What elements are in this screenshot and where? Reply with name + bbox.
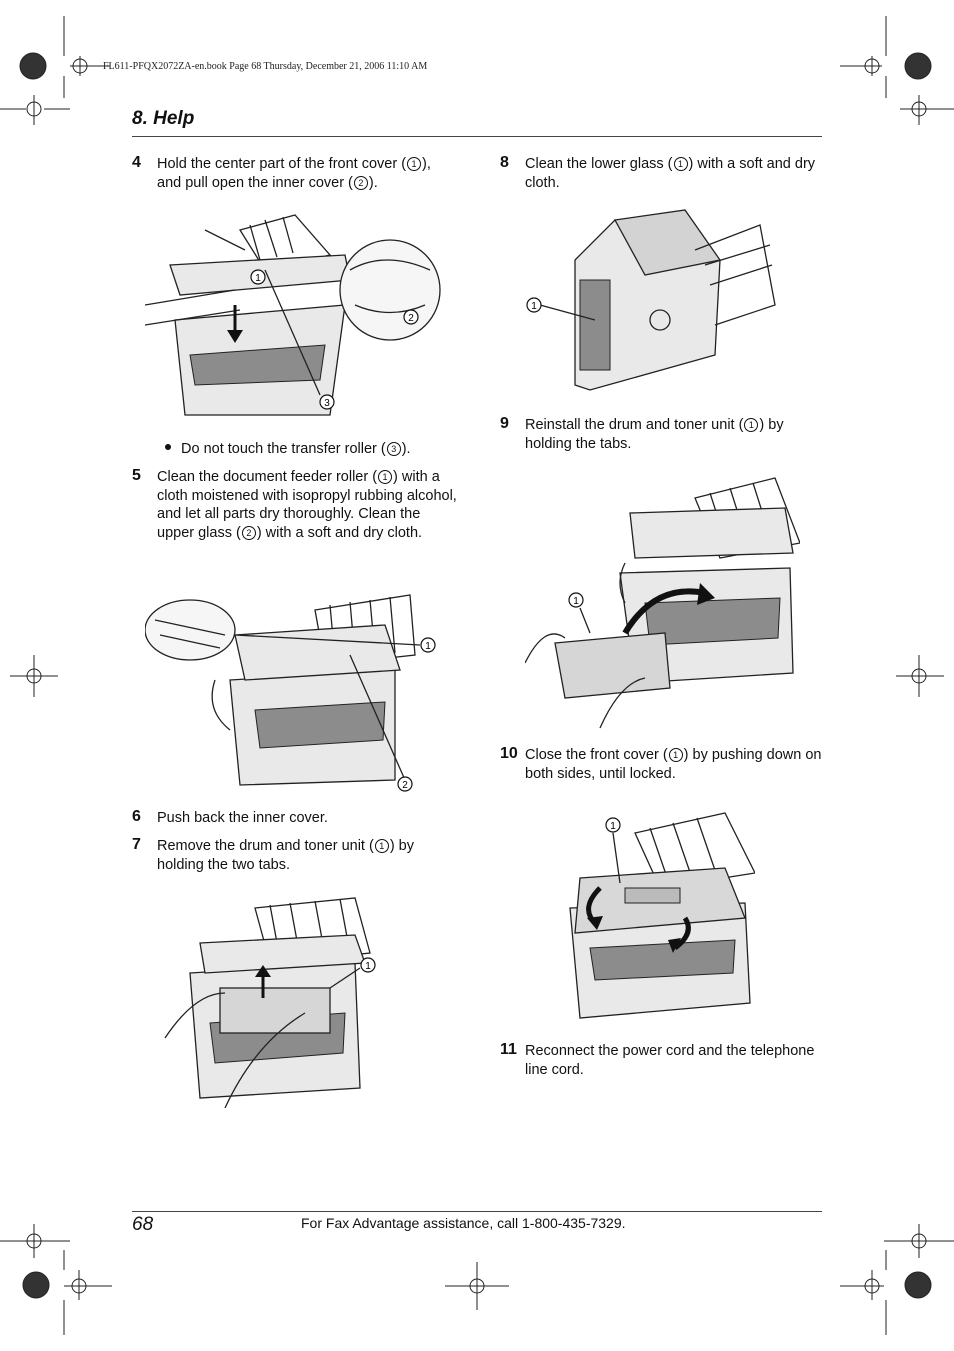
callout-2-badge <box>403 309 419 325</box>
step-5-text: Clean the document feeder roller (1) wit… <box>157 469 457 541</box>
figure-step-10-illustration: 1 <box>569 812 755 1019</box>
callout-1-badge <box>360 957 376 973</box>
step-11-text: Reconnect the power cord and the telepho… <box>525 1043 815 1078</box>
section-title: 8. Help <box>132 108 195 129</box>
figure-step-5-illustration: 1 2 <box>145 594 436 792</box>
callout-2-label: 2 <box>402 780 408 791</box>
callout-1-label: 1 <box>365 961 371 972</box>
callout-1-badge <box>526 297 542 313</box>
step-number: 7 <box>132 836 141 853</box>
figure-step-4-illustration: 1 2 3 <box>145 214 441 416</box>
figure-step-9-illustration: 1 <box>525 477 800 729</box>
step-10-text: Close the front cover (1) by pushing dow… <box>525 747 822 782</box>
step-9-text: Reinstall the drum and toner unit (1) by… <box>525 417 784 452</box>
step-4-text: Hold the center part of the front cover … <box>157 156 431 191</box>
step-7-text: Remove the drum and toner unit (1) by ho… <box>157 838 414 873</box>
callout-1-label: 1 <box>573 596 579 607</box>
header-rule <box>132 136 822 137</box>
footer-assistance-text: For Fax Advantage assistance, call 1-800… <box>301 1215 626 1231</box>
figure-step-7-illustration: 1 <box>164 897 376 1108</box>
step-number: 11 <box>500 1041 517 1058</box>
step-number: 10 <box>500 745 518 762</box>
step-number: 9 <box>500 415 509 432</box>
callout-1-badge <box>568 592 584 608</box>
step-number: 4 <box>132 154 141 171</box>
callout-2-label: 2 <box>408 313 414 324</box>
callout-3-badge <box>319 394 335 410</box>
page-number: 68 <box>132 1214 154 1235</box>
callout-1-badge <box>605 817 621 833</box>
step-number: 8 <box>500 154 509 171</box>
callout-1-badge <box>420 637 436 653</box>
registration-mark-icon <box>904 52 932 80</box>
step-number: 5 <box>132 467 141 484</box>
step-number: 6 <box>132 808 141 825</box>
registration-mark-icon <box>904 1271 932 1299</box>
footer-rule <box>132 1211 822 1212</box>
registration-mark-icon <box>22 1271 50 1299</box>
callout-2-badge <box>397 776 413 792</box>
callout-1-label: 1 <box>425 641 431 652</box>
step-4-note: Do not touch the transfer roller (3). <box>165 440 465 459</box>
callout-1-label: 1 <box>531 301 537 312</box>
step-8-text: Clean the lower glass (1) with a soft an… <box>525 156 816 191</box>
step-6-text: Push back the inner cover. <box>157 810 328 826</box>
registration-mark-icon <box>19 52 47 80</box>
callout-1-label: 1 <box>255 273 261 284</box>
callout-1-label: 1 <box>610 821 616 832</box>
figure-step-8-illustration: 1 <box>526 209 776 391</box>
callout-1-badge <box>250 269 266 285</box>
book-info-line: FL611-PFQX2072ZA-en.book Page 68 Thursda… <box>103 61 428 72</box>
bullet-icon <box>165 444 171 450</box>
callout-3-label: 3 <box>324 398 330 409</box>
